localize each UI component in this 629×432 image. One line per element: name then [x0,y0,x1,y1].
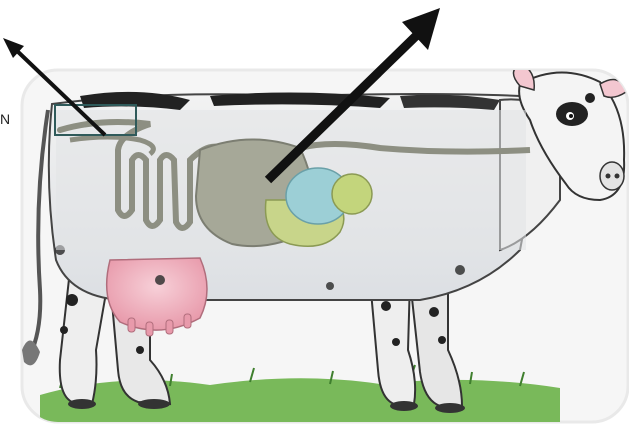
omasum [332,174,372,214]
cow-udder [107,258,207,330]
marker-label: N [0,112,10,126]
grass [40,378,560,427]
